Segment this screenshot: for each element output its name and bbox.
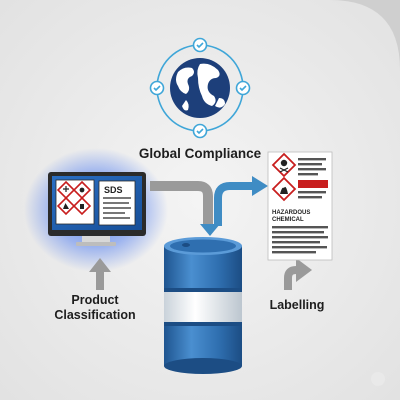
blue-arrowhead: [252, 176, 268, 196]
hazard-text-line2: CHEMICAL: [272, 217, 304, 223]
hazard-label-sheet: [267, 151, 333, 261]
check-icon: [192, 37, 208, 53]
watermark-badge: [371, 372, 385, 386]
hazard-text-line1: HAZARDOUS: [272, 210, 310, 216]
product-classification-label: Product Classification: [40, 293, 150, 323]
check-icon: [235, 80, 251, 96]
check-icon: [149, 80, 165, 96]
product-label-line2: Classification: [54, 308, 136, 322]
blue-arrow-to-label: [214, 182, 252, 226]
labelling-label: Labelling: [269, 298, 325, 312]
grey-arrow-up-right: [284, 266, 300, 290]
ghs-pictogram-panel: [55, 179, 95, 225]
chemical-drum-icon: [164, 237, 242, 374]
product-label-line1: Product: [71, 293, 119, 307]
sds-document-icon: [98, 180, 136, 226]
global-compliance-label: Global Compliance: [138, 146, 262, 161]
grey-arrowhead: [89, 258, 111, 272]
grey-arrow-to-drum: [150, 181, 213, 226]
grey-arrowhead: [296, 258, 312, 282]
sds-label: SDS: [104, 185, 123, 195]
blue-arrowhead: [200, 224, 220, 236]
check-icon: [192, 123, 208, 139]
